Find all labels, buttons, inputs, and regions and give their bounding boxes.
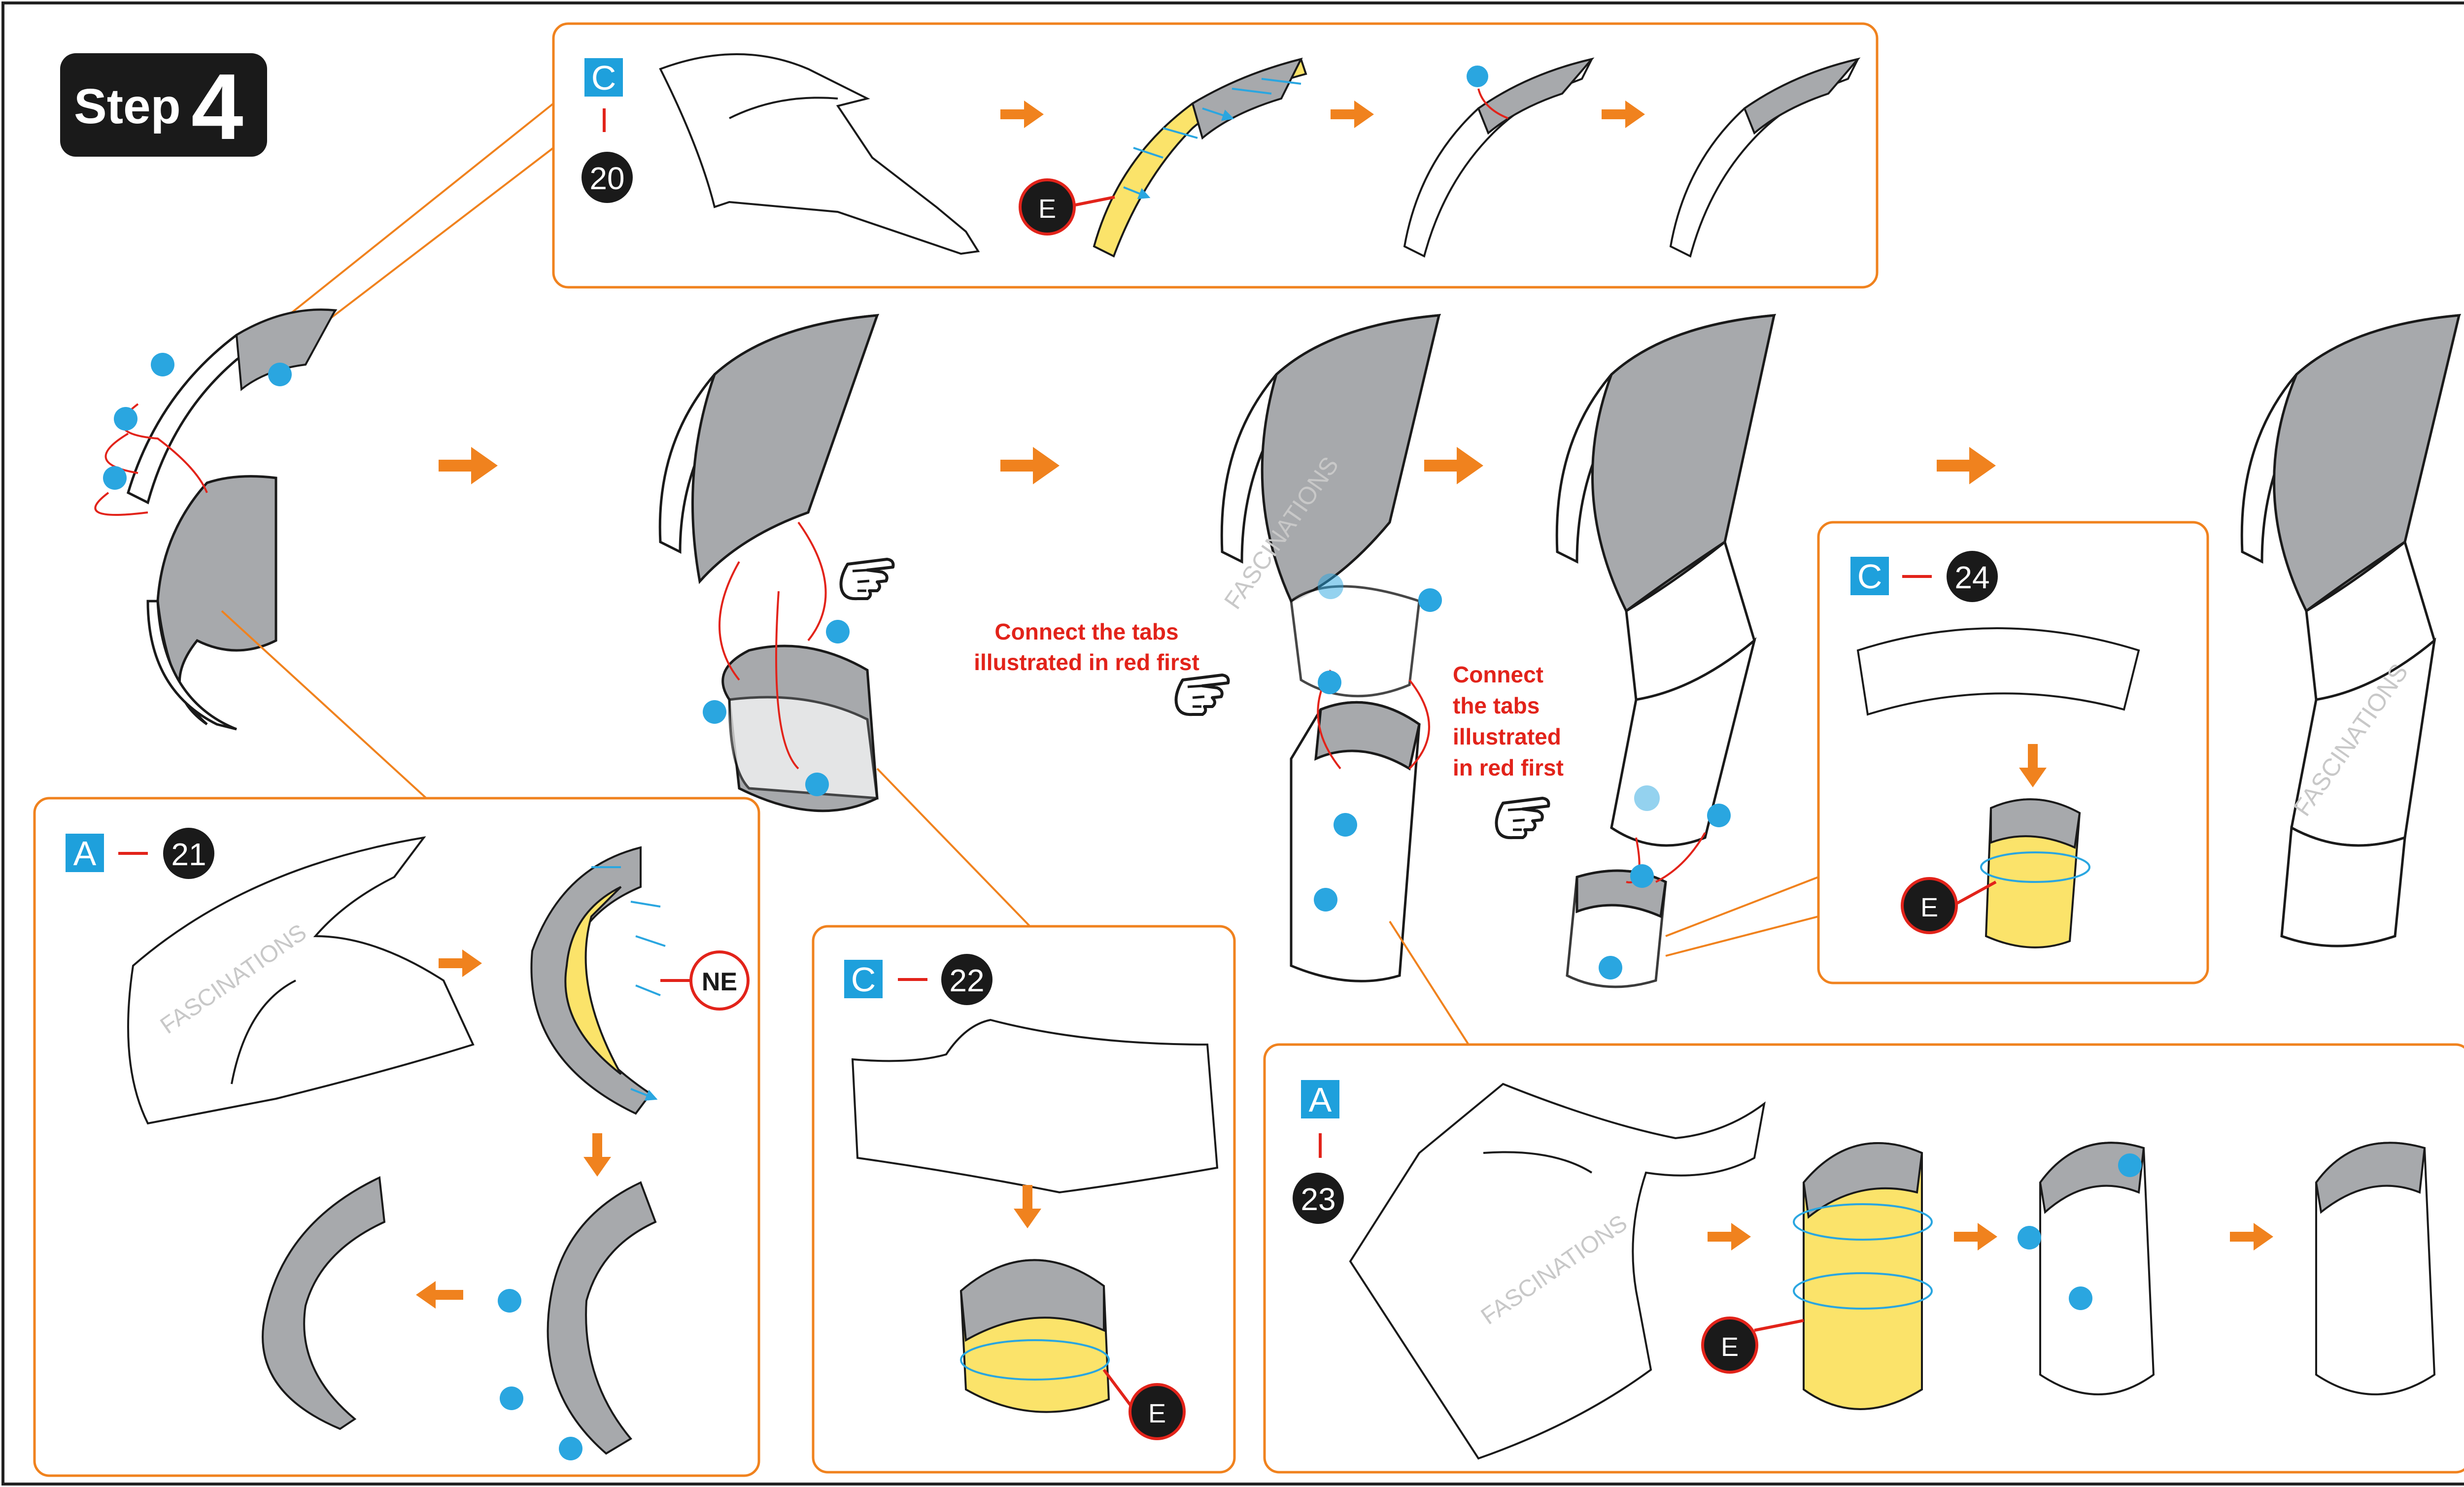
blue-dot-icon (1467, 66, 1488, 87)
blue-dot-icon (2069, 1286, 2092, 1310)
piece-letter: C (851, 960, 876, 999)
blue-dot-icon (1314, 888, 1337, 912)
arrow-right-icon (1937, 447, 1996, 484)
blue-dot-icon (703, 700, 726, 724)
piece-number: 21 (171, 837, 206, 872)
blue-dot-icon (805, 773, 829, 796)
connect-note-2-line3: illustrated (1453, 724, 1561, 749)
final-assembly: FASCINATIONS (2242, 315, 2459, 946)
glue-label: E (1920, 893, 1938, 922)
piece-letter: C (591, 59, 616, 97)
assembly-stage-1 (95, 310, 335, 729)
blue-dot-icon (1599, 956, 1622, 980)
pointing-hand-icon (1176, 675, 1229, 714)
piece-number: 24 (1954, 560, 1989, 595)
blue-dot-icon (103, 466, 127, 490)
connect-note-2-line2: the tabs (1453, 693, 1540, 718)
step-badge: Step 4 (60, 53, 267, 159)
blue-dot-icon (1318, 574, 1343, 599)
blue-dot-icon (559, 1437, 582, 1460)
panel-22: C 22 E (813, 926, 1234, 1472)
connect-note-2: Connect the tabs illustrated in red firs… (1453, 662, 1564, 780)
piece-letter: A (1309, 1081, 1332, 1119)
piece-letter: A (73, 834, 97, 873)
blue-dot-icon (1318, 671, 1341, 694)
blue-dot-icon (826, 620, 850, 643)
blue-dot-icon (1334, 813, 1357, 837)
blue-dot-icon (1634, 785, 1660, 811)
arrow-right-icon (1000, 447, 1060, 484)
panel-21: A 21 FASCINATIONS NE (34, 798, 759, 1476)
blue-dot-icon (1707, 804, 1731, 827)
blue-dot-icon (500, 1386, 523, 1410)
glue-label: E (1148, 1399, 1166, 1428)
ne-label: NE (702, 968, 737, 996)
blue-dot-icon (151, 353, 174, 376)
connect-note-2-line1: Connect (1453, 662, 1543, 687)
panel-20: C 20 E (553, 24, 1877, 287)
blue-dot-icon (1630, 864, 1654, 888)
piece-number: 23 (1300, 1182, 1335, 1217)
blue-dot-icon (114, 407, 137, 431)
panel-23: A 23 FASCINATIONS E (1265, 1045, 2464, 1472)
blue-dot-icon (498, 1289, 521, 1313)
blue-dot-icon (2018, 1226, 2041, 1250)
connect-note-2-line4: in red first (1453, 755, 1564, 780)
connect-note-1-line1: Connect the tabs (994, 619, 1178, 644)
glue-label: E (1038, 194, 1056, 224)
arrow-right-icon (1424, 447, 1483, 484)
blue-dot-icon (2118, 1153, 2142, 1177)
piece-letter: C (1857, 557, 1882, 596)
blue-dot-icon (268, 363, 292, 386)
assembly-stage-2 (660, 315, 877, 811)
connect-note-1: Connect the tabs illustrated in red firs… (974, 619, 1199, 675)
step-number: 4 (191, 55, 243, 159)
blue-dot-icon (1418, 588, 1442, 612)
assembly-stage-4 (1557, 315, 1774, 987)
pointing-hand-icon (1497, 798, 1549, 838)
panel-24: C 24 E (1818, 522, 2208, 983)
pointing-hand-icon (841, 559, 893, 599)
assembly-stage-3: FASCINATIONS (1219, 315, 1442, 981)
piece-number: 20 (589, 161, 624, 196)
arrow-right-icon (439, 447, 498, 484)
step-label: Step (74, 79, 181, 134)
connect-note-1-line2: illustrated in red first (974, 649, 1199, 675)
glue-label: E (1721, 1332, 1739, 1362)
piece-number: 22 (949, 963, 984, 998)
